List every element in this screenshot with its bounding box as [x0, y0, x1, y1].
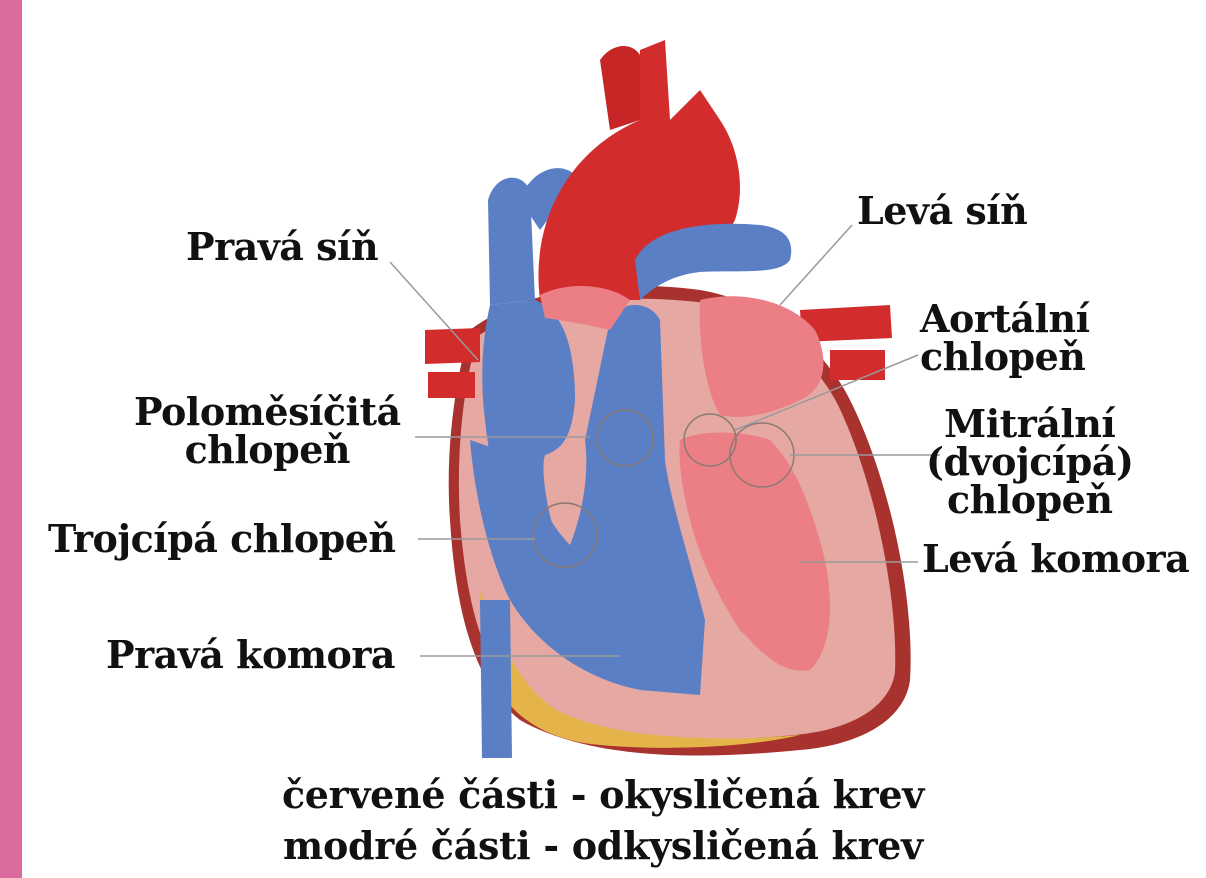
label-right-atrium: Pravá síň — [186, 228, 378, 266]
pulmonary-vein-lower — [830, 350, 885, 380]
label-mitral-valve: Mitrální (dvojcípá) chlopeň — [926, 405, 1133, 519]
aorta-branch — [600, 46, 640, 130]
label-aortic-valve: Aortální chlopeň — [920, 300, 1090, 376]
label-aortic-valve-line1: Aortální — [920, 300, 1090, 338]
label-left-atrium: Levá síň — [857, 192, 1027, 230]
legend-red-parts: červené části - okysličená krev — [0, 772, 1206, 817]
label-mitral-valve-line2: (dvojcípá) — [926, 443, 1133, 481]
inferior-vena-cava — [480, 600, 512, 758]
legend-blue-parts: modré části - odkysličená krev — [0, 823, 1206, 868]
vessel-left-lower — [428, 372, 475, 398]
label-pulmonary-valve-line1: Poloměsíčitá — [134, 393, 401, 431]
label-left-ventricle: Levá komora — [922, 540, 1189, 578]
leader-left-atrium — [780, 225, 852, 305]
label-right-ventricle: Pravá komora — [106, 636, 395, 674]
label-pulmonary-valve-line2: chlopeň — [134, 431, 401, 469]
label-mitral-valve-line1: Mitrální — [926, 405, 1133, 443]
label-pulmonary-valve: Poloměsíčitá chlopeň — [134, 393, 401, 469]
label-aortic-valve-line2: chlopeň — [920, 338, 1090, 376]
vessel-left-upper — [425, 328, 480, 364]
label-mitral-valve-line3: chlopeň — [926, 481, 1133, 519]
label-tricuspid-valve: Trojcípá chlopeň — [48, 520, 396, 558]
